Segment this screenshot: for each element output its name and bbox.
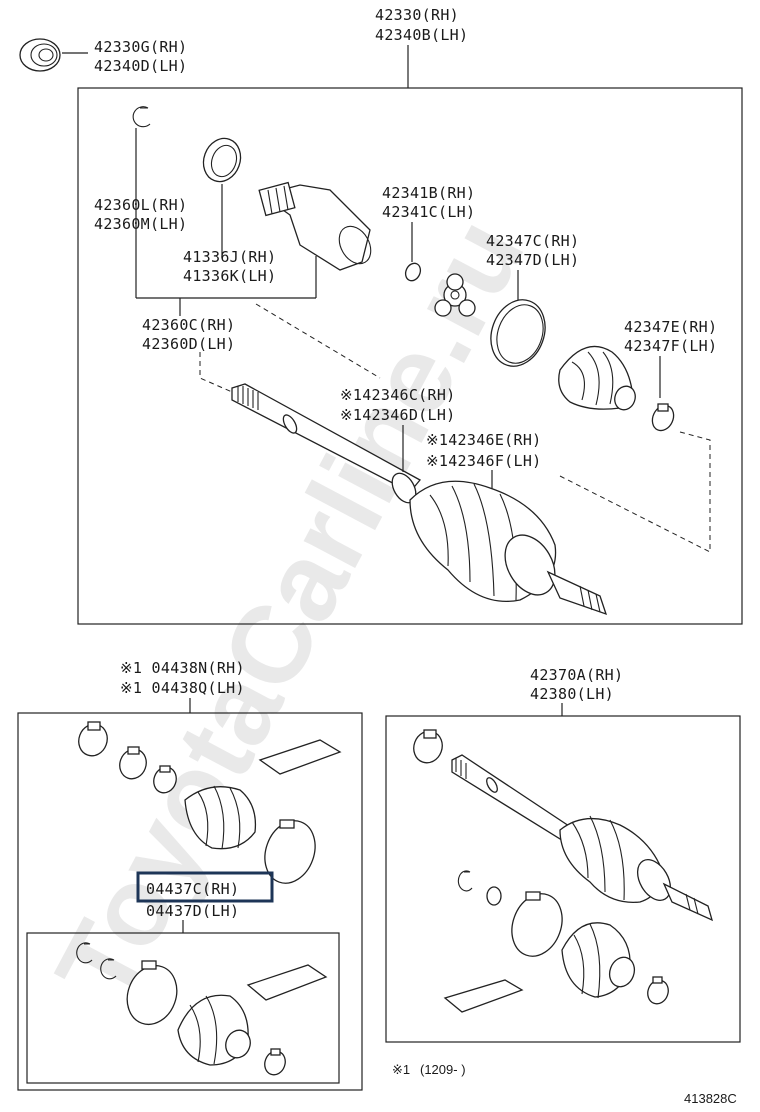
callout-boot-kit-outboard-lh[interactable]: 04437D(LH) xyxy=(146,902,239,920)
highlight-box xyxy=(136,871,274,903)
callout-boot-kit-inboard-lh[interactable]: ※1 04438Q(LH) xyxy=(120,679,245,697)
callout-boot-clamp-rh[interactable]: 42347C(RH) xyxy=(486,232,579,250)
snap-ring-left-part[interactable] xyxy=(132,106,151,128)
callout-seal-ring-lh[interactable]: 41336K(LH) xyxy=(183,267,276,285)
assy-clamp-top[interactable] xyxy=(409,727,446,767)
inner-snap-ring-2[interactable] xyxy=(100,958,117,980)
main-assembly-frame xyxy=(77,87,743,625)
callout-outer-bearing-lh[interactable]: 42340D(LH) xyxy=(94,57,187,75)
outboard-boot-part[interactable] xyxy=(177,994,254,1066)
callout-seal-ring-rh[interactable]: 41336J(RH) xyxy=(183,248,276,266)
tripod-part[interactable] xyxy=(434,273,476,317)
callout-inboard-joint-rh[interactable]: 42360C(RH) xyxy=(142,316,235,334)
callout-shaft-assy-bottom-lh[interactable]: 42380(LH) xyxy=(530,685,614,703)
drawing-number: 413828C xyxy=(684,1091,737,1106)
boot-kit-clamp-1[interactable] xyxy=(74,720,111,760)
callout-boot-kit-inboard-rh[interactable]: ※1 04438N(RH) xyxy=(120,659,245,677)
footnote-text: (1209- ) xyxy=(420,1062,466,1077)
footnote-mark: ※1 xyxy=(392,1062,410,1077)
shaft-assembly-frame xyxy=(385,715,741,1043)
assy-snap-ring-2[interactable] xyxy=(486,886,502,906)
callout-shaft-assy-bottom-rh[interactable]: 42370A(RH) xyxy=(530,666,623,684)
outer-bearing-part[interactable] xyxy=(19,38,61,72)
inner-small-clamp[interactable] xyxy=(261,1048,288,1077)
small-clamp-part[interactable] xyxy=(648,402,677,434)
callout-shaft-assy-lh[interactable]: 42340B(LH) xyxy=(375,26,468,44)
boot-kit-clamp-3[interactable] xyxy=(150,764,180,796)
callout-outer-bearing-rh[interactable]: 42330G(RH) xyxy=(94,38,187,56)
snap-ring-mid-part[interactable] xyxy=(403,261,423,283)
boot-clamp-part[interactable] xyxy=(482,292,554,374)
assy-boot[interactable] xyxy=(561,922,638,999)
callout-inner-clamp-rh[interactable]: 42347E(RH) xyxy=(624,318,717,336)
inboard-joint-housing-part[interactable] xyxy=(258,181,377,271)
boot-kit-large-clamp[interactable] xyxy=(257,814,324,891)
callout-dust-deflector-lh[interactable]: ※142346D(LH) xyxy=(340,406,456,424)
callout-snap-ring-left-lh[interactable]: 42360M(LH) xyxy=(94,215,187,233)
boot-kit-inboard-boot[interactable] xyxy=(184,785,257,850)
watermark: ToyotaCarline.ru xyxy=(33,199,548,1021)
assy-large-clamp[interactable] xyxy=(504,887,571,964)
assy-grease-packet[interactable] xyxy=(443,979,524,1013)
seal-ring-part[interactable] xyxy=(198,133,247,187)
inboard-boot-part[interactable] xyxy=(558,345,639,412)
assy-snap-ring-1[interactable] xyxy=(457,870,473,892)
grease-packet-2[interactable] xyxy=(246,964,328,1001)
callout-snap-ring-mid-lh[interactable]: 42341C(LH) xyxy=(382,203,475,221)
callout-outer-joint-rh[interactable]: ※142346E(RH) xyxy=(426,431,542,449)
assy-small-clamp[interactable] xyxy=(644,976,671,1007)
grease-packet-1[interactable] xyxy=(258,739,342,775)
inner-snap-ring-1[interactable] xyxy=(76,942,93,964)
callout-outer-joint-lh[interactable]: ※142346F(LH) xyxy=(426,452,542,470)
callout-shaft-assy-rh[interactable]: 42330(RH) xyxy=(375,6,459,24)
callout-boot-kit-outboard-rh[interactable]: 04437C(RH) xyxy=(146,880,239,898)
callout-inner-clamp-lh[interactable]: 42347F(LH) xyxy=(624,337,717,355)
inner-clamp-part[interactable] xyxy=(119,959,185,1032)
assy-drive-shaft[interactable] xyxy=(451,754,714,922)
callout-boot-clamp-lh[interactable]: 42347D(LH) xyxy=(486,251,579,269)
outboard-joint-part[interactable] xyxy=(409,480,608,616)
boot-kit-clamp-2[interactable] xyxy=(116,745,151,782)
drive-shaft-part[interactable] xyxy=(231,383,422,507)
callout-dust-deflector-rh[interactable]: ※142346C(RH) xyxy=(340,386,456,404)
callout-snap-ring-mid-rh[interactable]: 42341B(RH) xyxy=(382,184,475,202)
callout-inboard-joint-lh[interactable]: 42360D(LH) xyxy=(142,335,235,353)
callout-snap-ring-left-rh[interactable]: 42360L(RH) xyxy=(94,196,187,214)
